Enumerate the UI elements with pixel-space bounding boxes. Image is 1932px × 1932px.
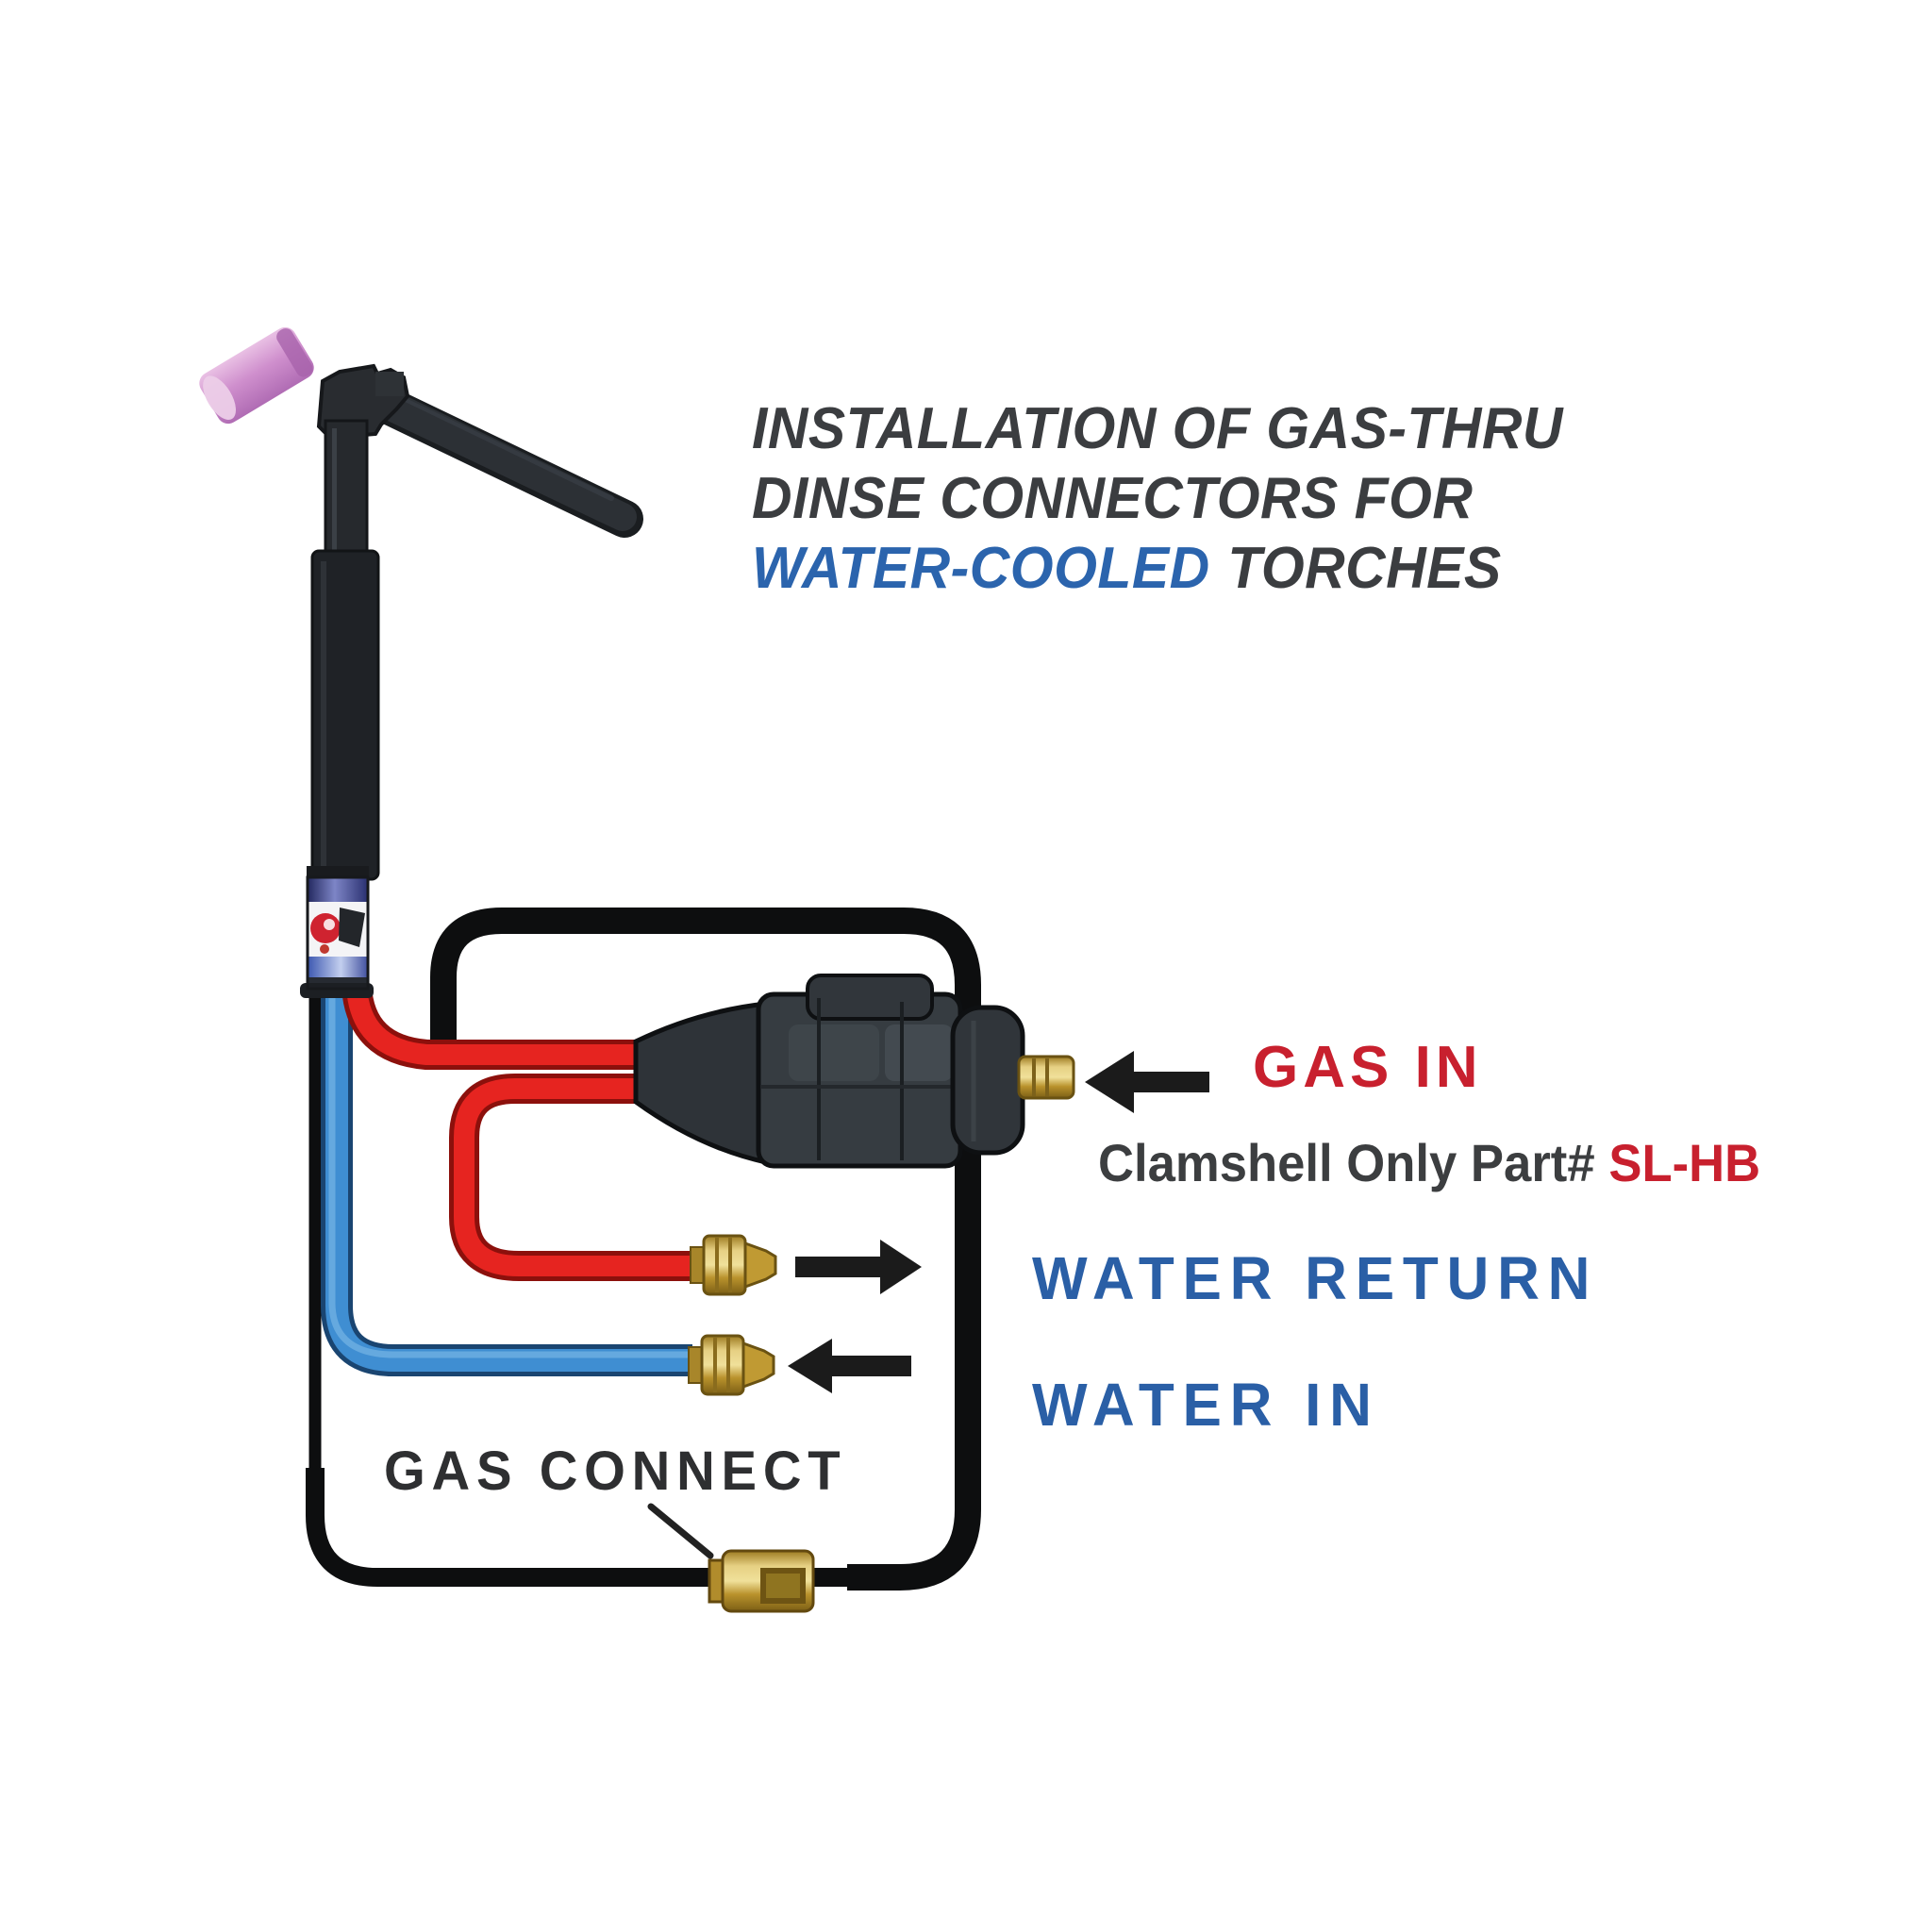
gas-connect-pointer-line	[647, 1503, 714, 1559]
title-line-1: INSTALLATION OF GAS-THRU	[752, 396, 1563, 461]
title-line-2: DINSE CONNECTORS FOR	[752, 466, 1474, 531]
water-return-arrow	[795, 1240, 922, 1294]
dinse-cap	[950, 1005, 1025, 1156]
water-in-arrow	[788, 1339, 911, 1393]
water-in-label: WATER IN	[1032, 1371, 1380, 1439]
torch-back-cap	[370, 387, 643, 538]
torch-sticker	[300, 866, 374, 998]
gas-in-arrow	[1085, 1051, 1209, 1113]
clamshell-prefix: Clamshell Only Part#	[1098, 1133, 1595, 1192]
water-return-hose	[341, 985, 700, 1281]
gas-in-fitting	[1017, 1055, 1075, 1100]
title-line-3: WATER-COOLED TORCHES	[752, 534, 1563, 604]
water-in-fitting	[688, 1334, 775, 1396]
dinse-connector	[633, 974, 1075, 1169]
gas-connect-label: GAS CONNECT	[384, 1441, 847, 1502]
clamshell-part-label: Clamshell Only Part#SL-HB	[1098, 1132, 1760, 1193]
torch-handle	[310, 549, 380, 881]
torch-nozzle-icon	[199, 326, 314, 425]
cable-bottom-run	[306, 1468, 860, 1587]
diagram-title: INSTALLATION OF GAS-THRU DINSE CONNECTOR…	[752, 394, 1563, 604]
title-torches-text: TORCHES	[1227, 536, 1502, 601]
water-in-hose	[321, 987, 692, 1376]
power-cable-loop	[306, 908, 981, 1591]
tig-torch	[199, 326, 643, 998]
water-return-label: WATER RETURN	[1032, 1244, 1599, 1312]
cable-top-right-run	[430, 908, 981, 1591]
water-return-fitting	[690, 1234, 777, 1296]
dinse-nose	[633, 1001, 769, 1166]
gas-connect-fitting	[708, 1549, 815, 1613]
gas-in-label: GAS IN	[1253, 1035, 1483, 1100]
torch-neck	[324, 419, 369, 560]
clamshell-part-number: SL-HB	[1608, 1133, 1761, 1192]
title-water-cooled-highlight: WATER-COOLED	[752, 536, 1210, 601]
